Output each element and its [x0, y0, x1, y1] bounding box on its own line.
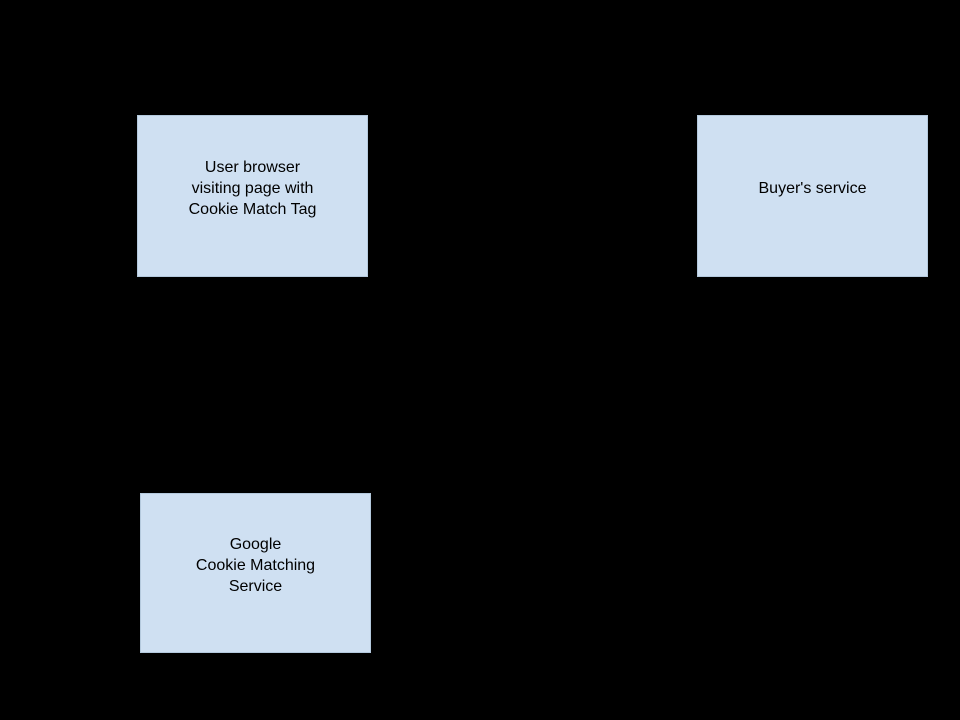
node-user-browser[interactable]: User browser visiting page with Cookie M…: [137, 115, 368, 277]
node-google-cookie-matching-service-label: Google Cookie Matching Service: [195, 535, 316, 595]
node-buyers-service-label: Buyer's service: [758, 179, 867, 197]
node-user-browser-label: User browser visiting page with Cookie M…: [188, 158, 317, 218]
node-buyers-service[interactable]: Buyer's service: [697, 115, 928, 277]
node-google-cookie-matching-service[interactable]: Google Cookie Matching Service: [140, 493, 371, 653]
